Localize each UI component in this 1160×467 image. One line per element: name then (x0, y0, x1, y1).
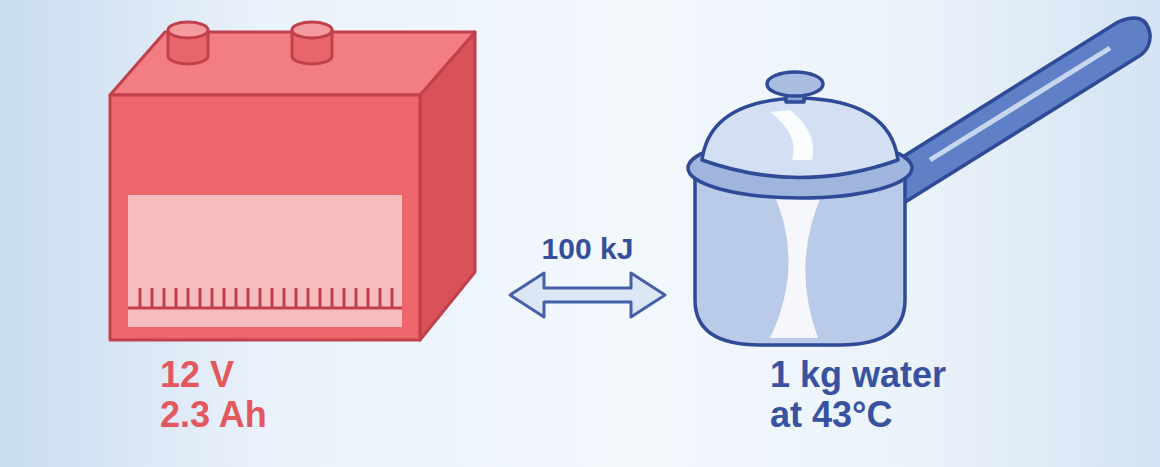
node-label: 1 kg water at 43°C (770, 355, 970, 434)
lid-knob (767, 72, 823, 96)
battery-illustration (110, 22, 475, 340)
lid-highlight (770, 110, 813, 160)
terminal (292, 22, 332, 64)
battery-node: 12 V 2.3 Ah (100, 10, 490, 455)
pot-node: 1 kg water at 43°C (685, 10, 1155, 455)
energy-label: 100 kJ (542, 232, 634, 265)
pot-highlight (770, 190, 824, 338)
terminal (168, 22, 208, 64)
battery-vents (140, 288, 392, 308)
battery-front (110, 95, 420, 340)
pot-illustration (688, 18, 1150, 345)
node-label: 12 V 2.3 Ah (160, 355, 280, 434)
pot-lid (702, 98, 898, 178)
handle-highlight (930, 48, 1110, 160)
double-arrow (510, 273, 665, 317)
pot-handle (885, 18, 1150, 204)
battery-ridge (128, 307, 402, 310)
battery-panel (128, 195, 402, 327)
